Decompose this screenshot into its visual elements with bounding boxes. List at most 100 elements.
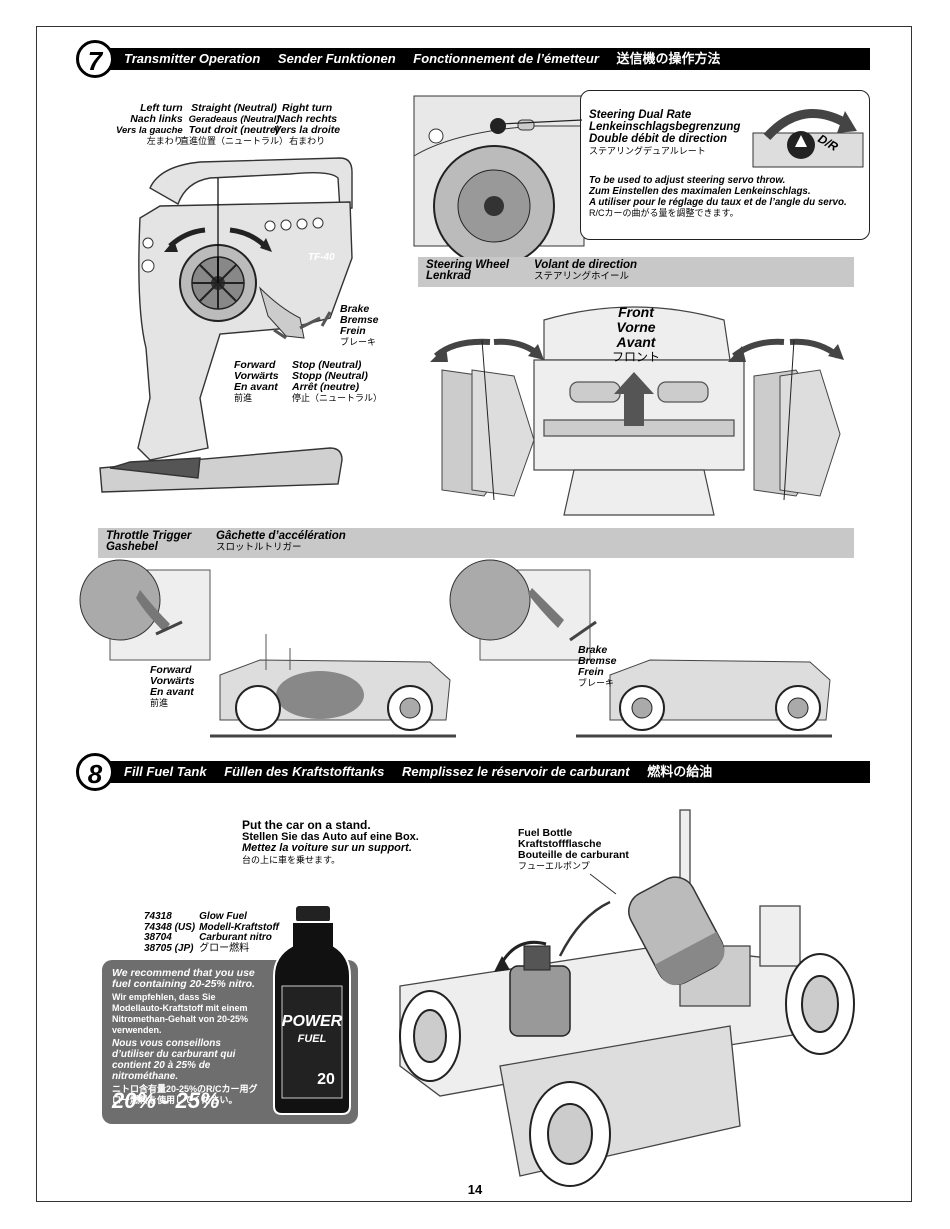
dual-rate-pointer-line bbox=[499, 119, 583, 125]
front-fr: Avant bbox=[616, 334, 656, 350]
right-turn-fr: Vers la droite bbox=[274, 124, 341, 136]
steering-wheel-jp: ステアリングホイール bbox=[534, 271, 630, 282]
dual-rate-desc-en: To be used to adjust steering servo thro… bbox=[589, 175, 786, 186]
brake-fr: Frein bbox=[340, 325, 366, 337]
stand-note-de: Stellen Sie das Auto auf eine Box. bbox=[242, 830, 419, 843]
product-name: Carburant nitro bbox=[199, 932, 272, 943]
forward-jp: 前進 bbox=[234, 393, 253, 403]
product-code: 74318 bbox=[144, 911, 172, 922]
straight-de: Geradeaus (Neutral) bbox=[188, 114, 280, 125]
dual-rate-title: Steering Dual Rate Lenkeinschlagsbegrenz… bbox=[589, 109, 740, 157]
front-jp: フロント bbox=[612, 350, 661, 364]
dual-rate-closeup bbox=[413, 95, 585, 267]
fuel-tank-icon bbox=[509, 965, 571, 1037]
section7-title-de: Sender Funktionen bbox=[277, 51, 396, 66]
fuel-bottle-fr: Bouteille de carburant bbox=[518, 849, 629, 861]
right-turn-de: Nach rechts bbox=[277, 113, 338, 125]
section7-title-fr: Fonctionnement de l’émetteur bbox=[413, 51, 599, 66]
front-en: Front bbox=[618, 304, 654, 320]
fuel-bottle-label: Fuel Bottle Kraftstoffflasche Bouteille … bbox=[518, 828, 629, 872]
throttle-forward-label: Forward Vorwärts En avant 前進 bbox=[150, 665, 195, 709]
left-turn-jp: 左まわり bbox=[146, 136, 183, 146]
section7-number: 7 bbox=[76, 40, 114, 78]
nitro-percentage: 20% - 25% bbox=[112, 1088, 220, 1113]
section7-title-en: Transmitter Operation bbox=[124, 51, 261, 66]
right-turn-label: Right turn Nach rechts Vers la droite 右ま… bbox=[274, 103, 340, 147]
throttle-brake-jp: ブレーキ bbox=[578, 678, 615, 688]
brake-label: Brake Bremse Frein ブレーキ bbox=[340, 304, 379, 348]
section8-title-bar: Fill Fuel Tank Füllen des Kraftstofftank… bbox=[80, 761, 870, 783]
product-code: 38705 (JP) bbox=[144, 942, 194, 954]
page-frame bbox=[36, 26, 912, 1202]
recommend-fr: Nous vous conseillons d’utiliser du carb… bbox=[112, 1038, 236, 1082]
can-brand: POWER bbox=[282, 1013, 343, 1030]
product-code: 74348 (US) bbox=[144, 921, 196, 933]
section8-title-de: Füllen des Kraftstofftanks bbox=[224, 764, 385, 779]
left-turn-fr: Vers la gauche bbox=[116, 125, 183, 136]
throttle-brake-label: Brake Bremse Frein ブレーキ bbox=[578, 645, 617, 689]
throttle-forward-jp: 前進 bbox=[150, 698, 169, 708]
dual-rate-callout: Steering Dual Rate Lenkeinschlagsbegrenz… bbox=[580, 90, 870, 240]
stand-note-en: Put the car on a stand. bbox=[242, 818, 371, 832]
section8-number: 8 bbox=[76, 753, 114, 791]
dual-rate-desc-fr: A utiliser pour le réglage du taux et de… bbox=[589, 197, 847, 208]
forward-de: Vorwärts bbox=[234, 370, 279, 382]
steering-wheel-bar: Steering Wheel Lenkrad Volant de directi… bbox=[418, 257, 854, 287]
forward-en: Forward bbox=[234, 359, 276, 371]
stand-note-jp: 台の上に車を乗せます。 bbox=[242, 854, 341, 865]
stop-en: Stop (Neutral) bbox=[292, 359, 362, 371]
forward-label: Forward Vorwärts En avant 前進 bbox=[234, 360, 279, 404]
brake-de: Bremse bbox=[340, 314, 379, 326]
steering-wheel-de: Lenkrad bbox=[426, 270, 471, 282]
left-turn-de: Nach links bbox=[130, 113, 183, 125]
dual-rate-desc-de: Zum Einstellen des maximalen Lenkeinschl… bbox=[589, 186, 811, 197]
dual-rate-title-jp: ステアリングデュアルレート bbox=[589, 146, 706, 156]
section8-title-jp: 燃料の給油 bbox=[647, 764, 713, 779]
straight-en: Straight (Neutral) bbox=[191, 102, 277, 114]
throttle-col1: Throttle Trigger Gashebel bbox=[106, 530, 192, 553]
section7-title-jp: 送信機の操作方法 bbox=[616, 51, 721, 66]
car-fuel-illustration bbox=[399, 809, 855, 1187]
recommend-de: Wir empfehlen, dass Sie Modellauto-Kraft… bbox=[112, 992, 249, 1035]
dual-rate-desc-jp: R/Cカーの曲がる量を調整できます。 bbox=[589, 208, 739, 218]
exhaust-smoke-icon bbox=[276, 671, 364, 719]
fuel-product-row: 74348 (US)Modell-Kraftstoff bbox=[144, 921, 283, 934]
straight-label: Straight (Neutral) Geradeaus (Neutral) T… bbox=[180, 103, 288, 147]
dual-rate-title-de: Lenkeinschlagsbegrenzung bbox=[589, 121, 741, 133]
stop-de: Stopp (Neutral) bbox=[292, 370, 368, 382]
dual-rate-title-en: Steering Dual Rate bbox=[589, 109, 692, 121]
transmitter-illustration: TF-40 bbox=[99, 157, 353, 493]
dual-rate-desc: To be used to adjust steering servo thro… bbox=[589, 175, 847, 219]
throttle-forward-fr: En avant bbox=[150, 686, 194, 698]
throttle-jp: スロットルトリガー bbox=[216, 542, 302, 553]
fuel-products-table: 74318 Glow Fuel 74348 (US)Modell-Kraftsto… bbox=[144, 911, 283, 954]
dr-knob-illustration: D/R bbox=[752, 108, 864, 168]
steering-wheel-fr: Volant de direction bbox=[534, 259, 638, 271]
product-code: 38704 bbox=[144, 932, 172, 943]
stand-note-fr: Mettez la voiture sur un support. bbox=[242, 842, 412, 854]
fuel-bottle-jp: フューエルポンプ bbox=[518, 861, 590, 871]
product-name: グロー燃料 bbox=[199, 942, 250, 954]
product-name: Glow Fuel bbox=[199, 911, 247, 922]
stop-jp: 停止（ニュートラル） bbox=[292, 393, 383, 403]
stand-note: Put the car on a stand. Stellen Sie das … bbox=[242, 818, 419, 866]
front-arrow-icon bbox=[614, 372, 654, 426]
model-label: TF-40 bbox=[308, 252, 335, 263]
can-nitro: 20 bbox=[317, 1071, 335, 1088]
right-turn-en: Right turn bbox=[281, 102, 333, 114]
throttle-forward-illustration bbox=[79, 559, 456, 738]
throttle-brake-de: Bremse bbox=[578, 655, 617, 667]
stop-fr: Arrêt (neutre) bbox=[292, 381, 360, 393]
recommend-en: We recommend that you use fuel containin… bbox=[112, 967, 255, 990]
fuel-bottle-de: Kraftstoffflasche bbox=[518, 838, 602, 850]
throttle-brake-fr: Frein bbox=[578, 666, 604, 678]
throttle-en: Throttle Trigger bbox=[106, 530, 192, 542]
throttle-trigger-bar: Throttle Trigger Gashebel Gâchette d’acc… bbox=[98, 528, 854, 558]
stop-label: Stop (Neutral) Stopp (Neutral) Arrêt (ne… bbox=[292, 360, 382, 404]
steering-wheel-en: Steering Wheel bbox=[426, 259, 510, 271]
throttle-col2: Gâchette d’accélération スロットルトリガー bbox=[216, 530, 346, 553]
throttle-fr: Gâchette d’accélération bbox=[216, 530, 346, 542]
front-de: Vorne bbox=[616, 319, 656, 335]
brake-en: Brake bbox=[340, 303, 370, 315]
straight-fr: Tout droit (neutre) bbox=[188, 124, 280, 136]
